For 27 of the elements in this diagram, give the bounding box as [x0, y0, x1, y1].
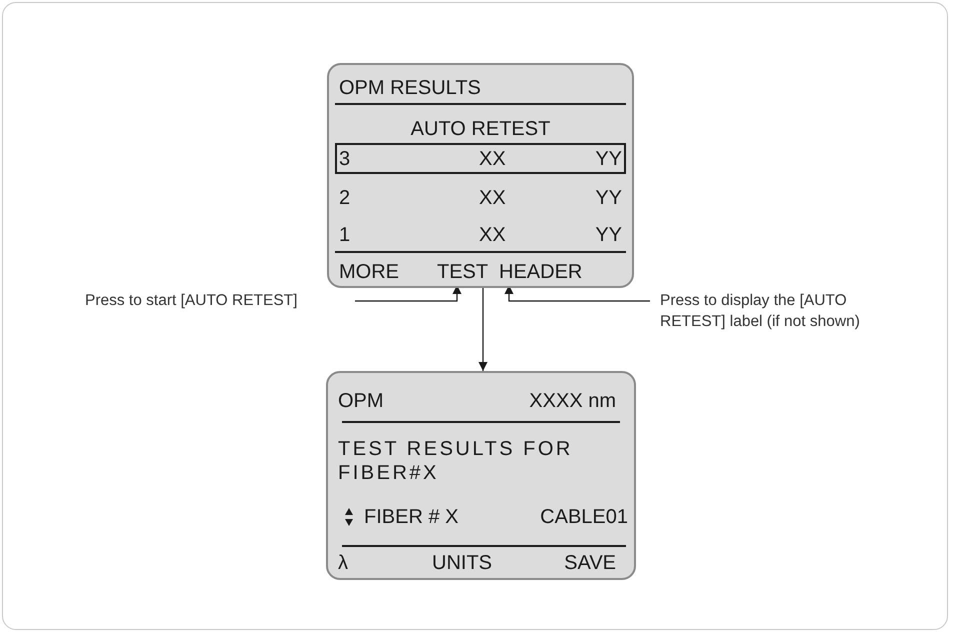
display-screen	[327, 63, 634, 288]
screen-text: TEST RESULTS FOR FIBER#X	[338, 437, 574, 485]
screen-text: CABLE01	[540, 505, 628, 529]
arrow	[355, 285, 462, 302]
arrow	[504, 285, 650, 302]
screen-text: OPM	[338, 389, 384, 413]
screen-text: XX	[479, 186, 506, 210]
display-screen	[326, 371, 636, 580]
screen-text: XXXX nm	[529, 389, 616, 413]
screen-text: 2	[339, 186, 350, 210]
softkey-label: TEST	[437, 260, 488, 284]
screen-text: AUTO RETEST	[410, 117, 552, 141]
arrow	[478, 288, 488, 371]
screen-text: 1	[339, 223, 350, 247]
screen-text: FIBER # X	[364, 505, 458, 529]
screen-text: UNITS	[432, 551, 492, 575]
screen-text: λ	[338, 551, 348, 575]
screen-text: YY	[595, 186, 622, 210]
screen-text: SAVE	[564, 551, 616, 575]
screen-text: YY	[595, 223, 622, 247]
softkey-label: HEADER	[499, 260, 582, 284]
screen-text: XX	[479, 223, 506, 247]
screen-text: OPM RESULTS	[339, 76, 481, 100]
screen-text: 3	[339, 147, 350, 171]
screen-text: YY	[595, 147, 622, 171]
screen-text: XX	[479, 147, 506, 171]
screen-text: MORE	[339, 260, 399, 284]
